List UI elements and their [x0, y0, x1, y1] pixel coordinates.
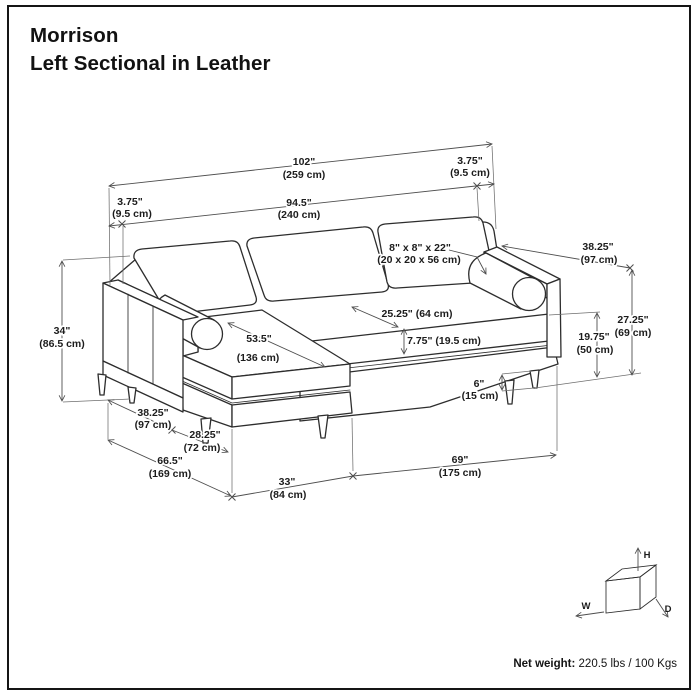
chaise-overhang-cm: (72 cm)	[184, 442, 221, 454]
overall-height-cm: (86.5 cm)	[39, 338, 85, 350]
left-arm-plinth	[102, 360, 184, 413]
right-arm-width-in: 3.75"	[457, 155, 482, 167]
cube-depth-label: D	[665, 604, 672, 615]
right-bolster-cap	[511, 276, 547, 312]
chaise-width-cm: (84 cm)	[270, 489, 307, 501]
left-bolster-cap	[190, 317, 224, 351]
left-depth-in: 38.25"	[137, 407, 168, 419]
page-border	[7, 5, 691, 690]
product-name: Morrison	[30, 24, 119, 47]
chaise-base-front	[231, 391, 353, 428]
left-arm-seams	[127, 293, 154, 385]
arm-height-cm: (69 cm)	[615, 327, 652, 339]
right-depth-cm: (97 cm)	[581, 254, 618, 266]
chaise-length-cm: (136 cm)	[237, 352, 280, 364]
bolster-size-cm: (20 x 20 x 56 cm)	[377, 254, 460, 266]
right-arm-post	[546, 278, 562, 358]
net-weight-value: 220.5 lbs / 100 Kgs	[578, 658, 677, 670]
dimension-cube-icon: H W D	[575, 547, 672, 619]
seat-cushion-thickness: 7.75" (19.5 cm)	[407, 335, 481, 347]
product-variant: Left Sectional in Leather	[30, 52, 271, 75]
sofa-width-in: 69"	[452, 454, 469, 466]
left-arm-width-cm: (9.5 cm)	[112, 208, 152, 220]
cube-height-label: H	[644, 550, 651, 561]
interior-width-in: 94.5"	[286, 197, 311, 209]
chaise-cushion-front-face	[231, 363, 351, 400]
left-arm-width-in: 3.75"	[117, 196, 142, 208]
total-depth-in: 66.5"	[157, 455, 182, 467]
dimension-labels: 102" (259 cm) 3.75" (9.5 cm) 3.75" (9.5 …	[37, 153, 653, 503]
seat-height-in: 19.75"	[578, 331, 609, 343]
chaise-overhang-in: 28.25"	[189, 429, 220, 441]
net-weight-label: Net weight:	[513, 658, 576, 670]
chaise-width-in: 33"	[279, 476, 296, 488]
seat-depth: 25.25" (64 cm)	[382, 308, 453, 320]
chaise-length-in: 53.5"	[246, 333, 271, 345]
overall-width-cm: (259 cm)	[283, 169, 326, 181]
leg-main-right	[529, 369, 540, 389]
leg-height-in: 6"	[474, 378, 485, 390]
leg-height-cm: (15 cm)	[462, 390, 499, 402]
cube-width-label: W	[582, 601, 591, 612]
overall-width-in: 102"	[293, 156, 316, 168]
sofa-illustration	[97, 216, 562, 444]
left-depth-cm: (97 cm)	[135, 419, 172, 431]
right-depth-in: 38.25"	[582, 241, 613, 253]
leg-chaise-right	[317, 414, 329, 439]
seat-height-cm: (50 cm)	[577, 344, 614, 356]
dimension-lines	[58, 141, 636, 501]
sofa-width-cm: (175 cm)	[439, 467, 482, 479]
total-depth-cm: (169 cm)	[149, 468, 192, 480]
right-arm-width-cm: (9.5 cm)	[450, 167, 490, 179]
arm-height-in: 27.25"	[617, 314, 648, 326]
net-weight: Net weight: 220.5 lbs / 100 Kgs	[513, 658, 677, 670]
bolster-size-in: 8" x 8" x 22"	[389, 242, 451, 254]
back-cushion-middle	[246, 226, 390, 302]
chaise-rail-line	[181, 380, 351, 404]
interior-width-cm: (240 cm)	[278, 209, 321, 221]
leg-main-left	[504, 379, 515, 405]
back-panel-left-edge	[106, 258, 137, 285]
leg-arm-front	[127, 386, 137, 404]
leg-arm-back	[97, 373, 107, 396]
overall-height-in: 34"	[54, 325, 71, 337]
product-title: Morrison Left Sectional in Leather	[30, 22, 271, 78]
